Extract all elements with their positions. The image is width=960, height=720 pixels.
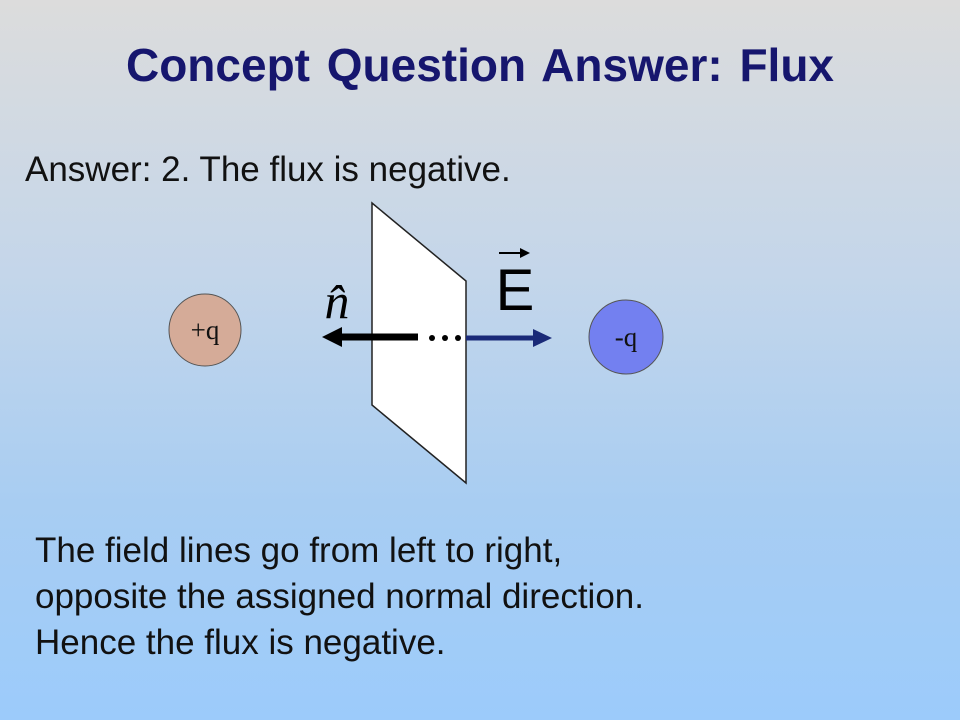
answer-text: Answer: 2. The flux is negative. (25, 150, 511, 189)
field-label-text: E (496, 258, 535, 323)
negative-charge-label: -q (615, 322, 638, 352)
field-label: E (496, 248, 535, 323)
positive-charge-label: +q (191, 315, 220, 345)
surface-plane (371, 201, 467, 485)
explanation-line: Hence the flux is negative. (35, 623, 446, 662)
normal-label: n̂ (325, 273, 350, 329)
explanation-line: opposite the assigned normal direction. (35, 577, 644, 616)
explanation-text: The field lines go from left to right, o… (35, 528, 644, 666)
normal-vector-arrow (322, 327, 418, 347)
normal-label-text: n̂ (325, 273, 350, 329)
slide-title: Concept Question Answer: Flux (125, 39, 835, 91)
positive-charge: +q (168, 293, 242, 367)
vector-arrowhead-icon (520, 248, 530, 258)
explanation-line: The field lines go from left to right, (35, 531, 563, 570)
field-vector-arrow (466, 329, 552, 347)
field-line-dots (429, 335, 461, 341)
negative-charge: -q (588, 299, 664, 375)
